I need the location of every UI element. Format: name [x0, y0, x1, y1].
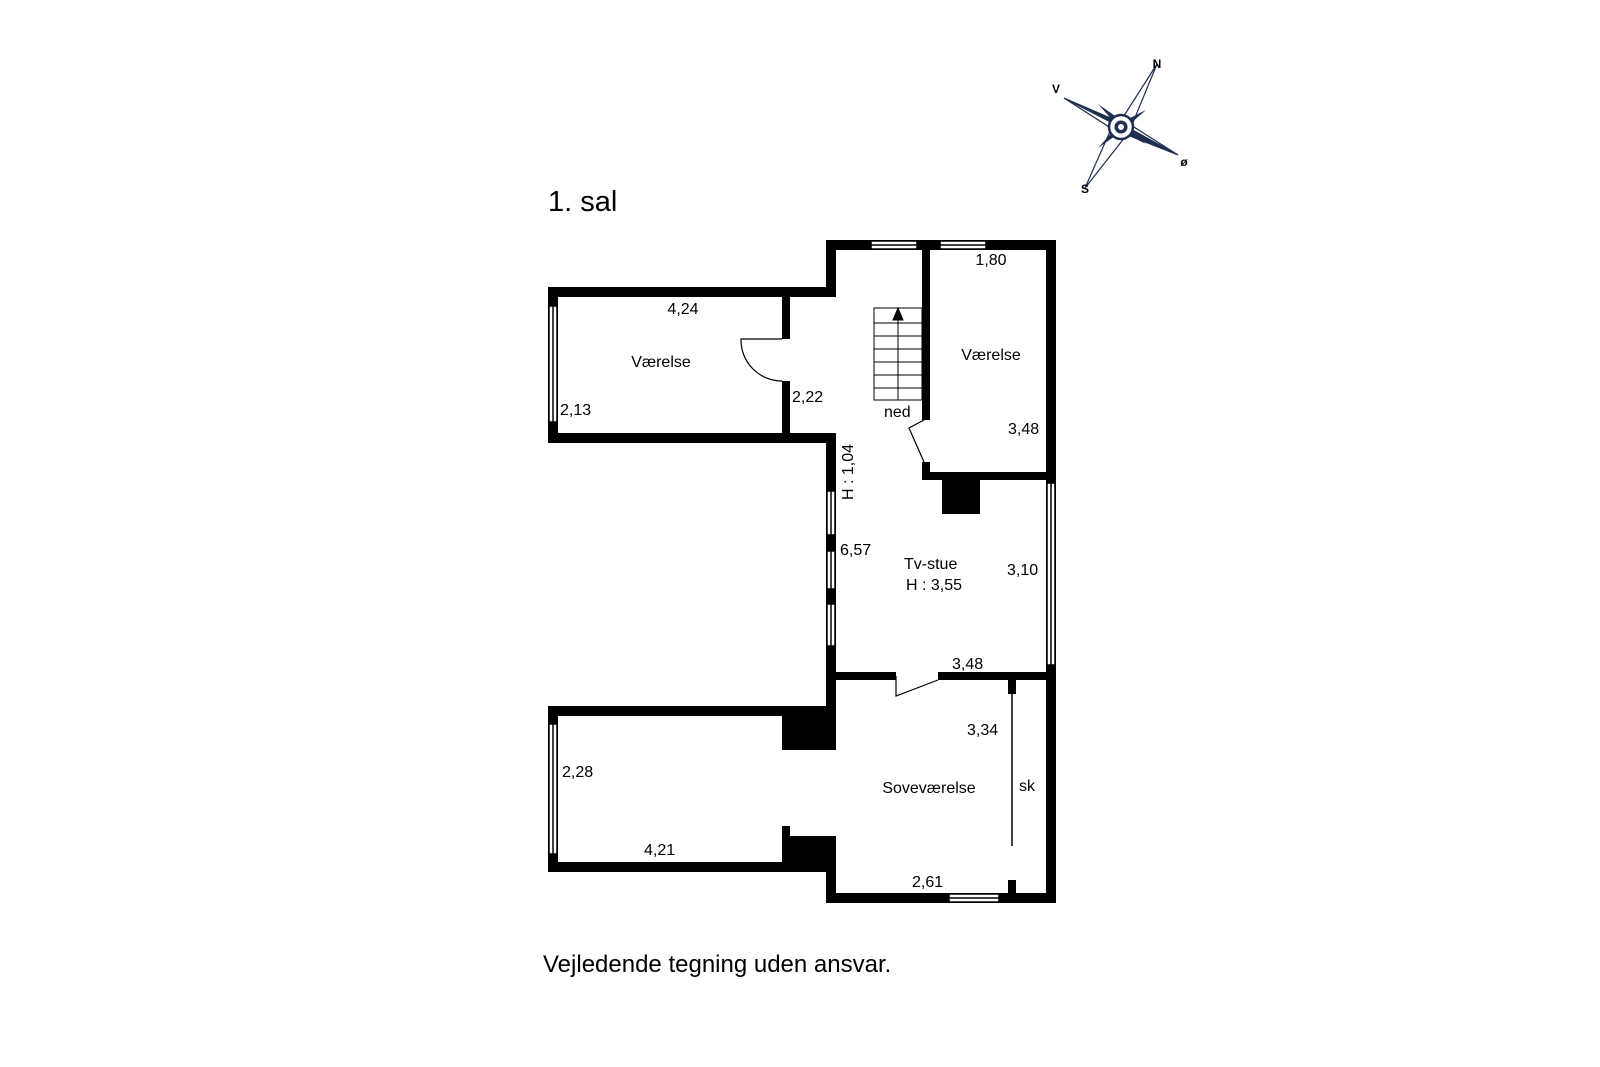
dim-2-28: 2,28 [562, 764, 593, 781]
compass-west-label: V [1052, 82, 1060, 96]
dim-3-10: 3,10 [1007, 562, 1038, 579]
door-left-room [740, 338, 783, 382]
wall-tower-left [826, 240, 836, 297]
wall-closet-bottom-stub [1008, 880, 1016, 896]
wall-bed-main-left-lower [826, 862, 836, 903]
wall-bottom [826, 893, 1056, 903]
dim-2-22: 2,22 [792, 389, 823, 406]
room-label-vaerelse-right: Værelse [961, 347, 1021, 364]
dim-4-21: 4,21 [644, 842, 675, 859]
stair-arrow-icon [892, 306, 904, 321]
door-right-room [908, 419, 925, 463]
wall-left-room-bottom [548, 433, 836, 443]
wall-right-room-left-stub [922, 462, 930, 476]
compass-rose-icon [1063, 63, 1179, 189]
dim-3-34: 3,34 [967, 722, 998, 739]
wall-bed-left-top [548, 706, 836, 716]
pillar-upper [782, 706, 836, 750]
dim-3-48-mid: 3,48 [952, 656, 983, 673]
windows [548, 240, 1056, 903]
dim-4-24: 4,24 [667, 301, 698, 318]
wall-left-room-top [548, 287, 836, 297]
walls [548, 240, 1056, 903]
wall-tv-bottom-left [836, 672, 896, 680]
stair-height-label: H : 1,04 [840, 444, 857, 500]
compass-south-label: S [1081, 182, 1089, 196]
door-bedroom [895, 676, 939, 697]
room-label-vaerelse-left: Værelse [631, 354, 691, 371]
wall-bed-left-bottom [548, 862, 836, 872]
wall-left-room-partition-top [782, 297, 790, 339]
dim-2-61: 2,61 [912, 874, 943, 891]
dim-3-48-top: 3,48 [1008, 421, 1039, 438]
wall-tv-bottom-right [938, 672, 1046, 680]
dim-2-13: 2,13 [560, 402, 591, 419]
dim-1-80: 1,80 [975, 252, 1006, 269]
chimney [942, 476, 980, 514]
floor-title: 1. sal [548, 186, 617, 218]
wall-closet-top-stub [1008, 680, 1016, 694]
room-height-tv-stue: H : 3,55 [906, 577, 962, 594]
dim-6-57: 6,57 [840, 542, 871, 559]
compass-north-label: N [1153, 57, 1162, 71]
wall-right-room-left [922, 250, 930, 420]
staircase [873, 306, 923, 401]
wall-left-room-partition-bottom [782, 381, 790, 436]
room-label-sovevaerelse: Soveværelse [882, 780, 975, 797]
disclaimer: Vejledende tegning uden ansvar. [543, 951, 891, 978]
doors [740, 338, 1013, 846]
compass-east-label: ø [1180, 155, 1188, 169]
closet-label: sk [1019, 778, 1036, 795]
wall-right-room-bottom [922, 472, 1056, 480]
stair-down-label: ned [884, 404, 911, 421]
room-label-tv-stue: Tv-stue [904, 556, 957, 573]
